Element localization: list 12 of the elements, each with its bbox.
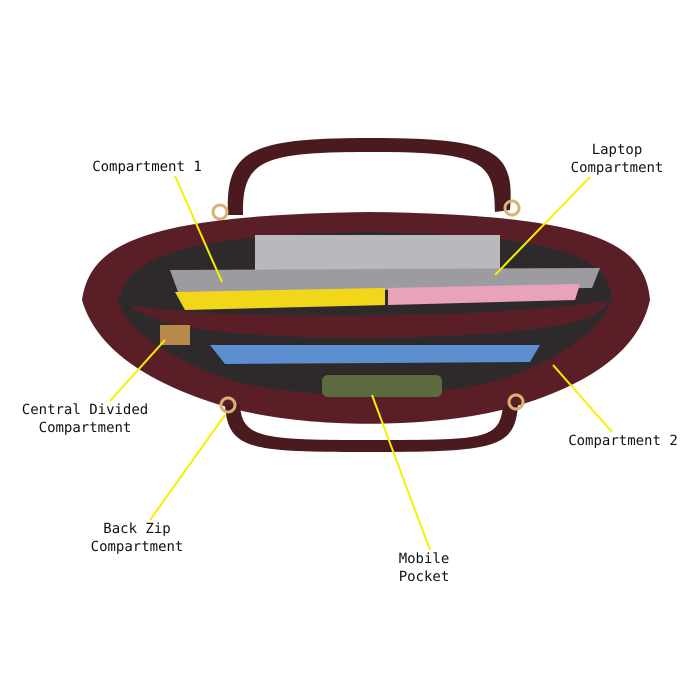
callout-label: Compartment 2 <box>563 432 683 450</box>
callout-label: Back Zip Compartment <box>72 520 202 556</box>
leader-line <box>371 394 431 550</box>
leader-line <box>552 364 613 433</box>
callout-label: Compartment 1 <box>87 158 207 176</box>
callout-label: Central Divided Compartment <box>10 401 160 437</box>
leader-line <box>494 176 591 276</box>
callout-label: Mobile Pocket <box>374 550 474 586</box>
callout-label: Laptop Compartment <box>552 141 682 177</box>
leader-line <box>174 176 223 282</box>
leader-line <box>149 414 226 521</box>
leader-line <box>109 339 166 402</box>
